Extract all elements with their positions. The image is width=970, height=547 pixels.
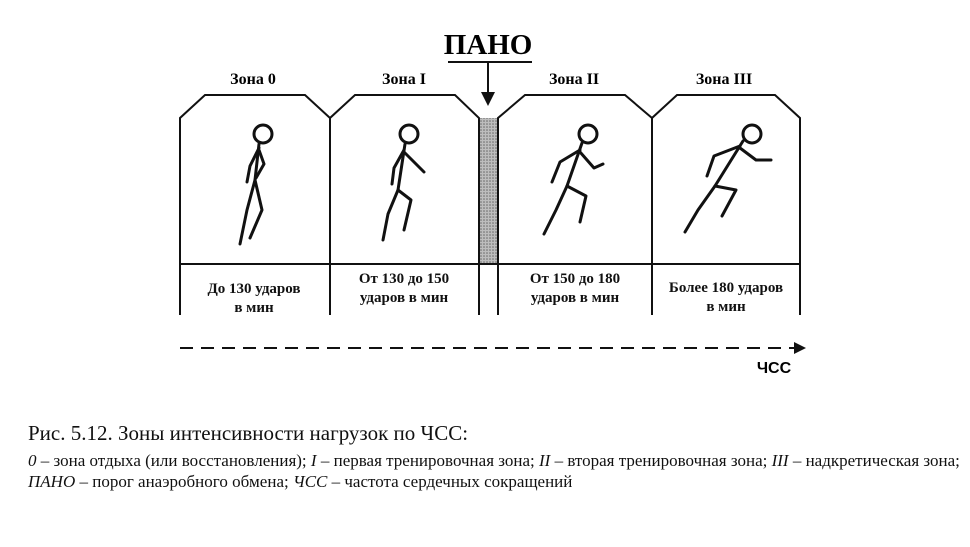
zone-hr-3-line2: в мин xyxy=(706,299,746,315)
zone-hr-1-line2: ударов в мин xyxy=(360,290,449,306)
legend-term-4: ПАНО xyxy=(28,472,76,491)
zone-title-0: Зона 0 xyxy=(230,71,276,88)
pano-arrow-head xyxy=(481,92,495,106)
caption-legend: 0 – зона отдыха (или восстановления); I … xyxy=(28,450,963,492)
legend-desc-3: – надкретическая зона; xyxy=(788,451,960,470)
standing-figure-icon xyxy=(238,123,274,246)
sprinting-figure-icon xyxy=(683,123,773,234)
zone-hr-3-line1: Более 180 ударов xyxy=(669,280,783,296)
caption-title: Рис. 5.12. Зоны интенсивности нагрузок п… xyxy=(28,421,469,445)
legend-term-3: III xyxy=(771,451,789,470)
hr-axis-label: ЧСС xyxy=(757,360,792,377)
pano-strip xyxy=(479,118,498,264)
zone-title-2: Зона II xyxy=(549,71,599,88)
zone-hr-2-line1: От 150 до 180 xyxy=(530,271,620,287)
legend-desc-2: – вторая тренировочная зона; xyxy=(550,451,772,470)
intensity-zones-diagram: ПАНО Зона 0 Зона I Зона II Зона III xyxy=(179,29,806,377)
pano-label: ПАНО xyxy=(444,29,533,61)
hr-axis-arrow-head xyxy=(794,342,806,354)
zone-title-1: Зона I xyxy=(382,71,426,88)
zone-hr-0-line1: До 130 ударов xyxy=(207,281,300,297)
legend-desc-5: – частота сердечных сокращений xyxy=(327,472,573,491)
zone-box-0 xyxy=(179,94,331,315)
running-figure-icon xyxy=(542,123,605,236)
legend-term-0: 0 xyxy=(28,451,37,470)
legend-term-1: I xyxy=(310,451,317,470)
legend-desc-4: – порог анаэробного обмена; xyxy=(75,472,293,491)
legend-desc-0: – зона отдыха (или восстановления); xyxy=(36,451,311,470)
zone-hr-0-line2: в мин xyxy=(234,300,274,316)
zone-hr-2-line2: ударов в мин xyxy=(531,290,620,306)
jogging-figure-icon xyxy=(381,123,426,242)
legend-desc-1: – первая тренировочная зона; xyxy=(316,451,539,470)
legend-term-2: II xyxy=(539,451,551,470)
figure-caption: Рис. 5.12. Зоны интенсивности нагрузок п… xyxy=(28,420,963,492)
zone-title-3: Зона III xyxy=(696,71,752,88)
legend-term-5: ЧСС xyxy=(292,472,328,491)
zone-hr-1-line1: От 130 до 150 xyxy=(359,271,449,287)
